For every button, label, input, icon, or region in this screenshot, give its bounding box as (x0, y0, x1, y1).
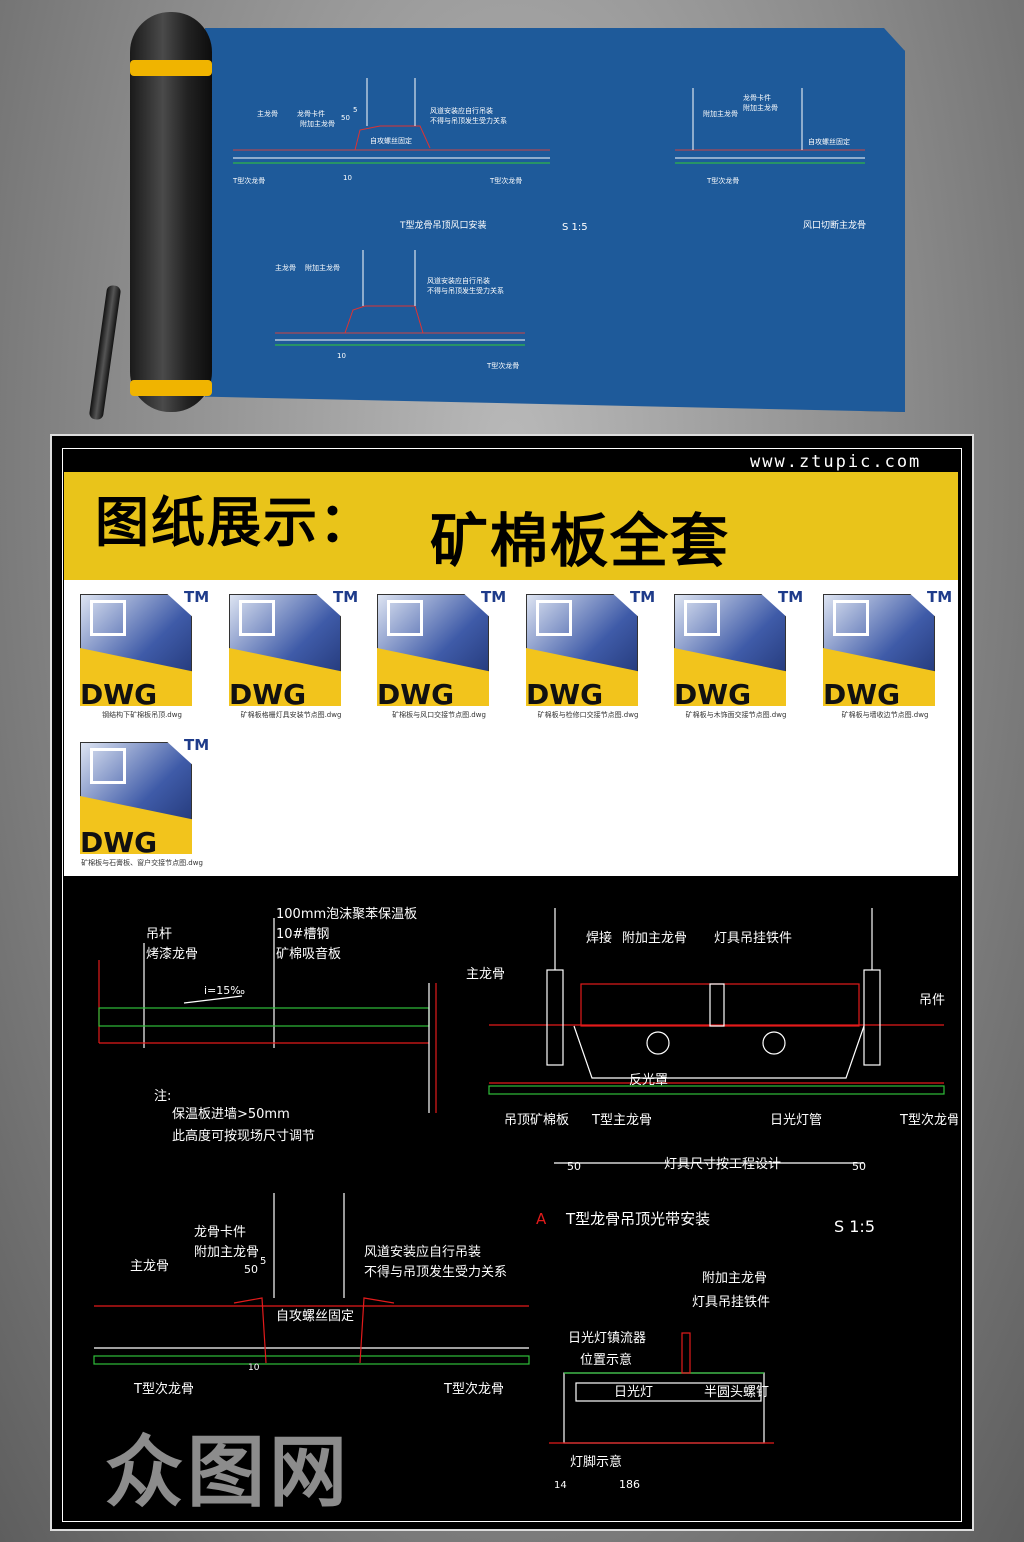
cad-rt-label-9: T型次龙骨 (899, 1112, 958, 1128)
cad-lb-label-1: 附加主龙骨 (194, 1245, 259, 1260)
bp-d1-label-6: T型次龙骨 (232, 176, 265, 185)
cad-rb-label-8: 186 (619, 1478, 640, 1491)
dwg-file-3[interactable]: TM DWG 矿棉板与风口交接节点图.dwg (369, 586, 509, 726)
cad-rt-label-0: 主龙骨 (466, 967, 505, 982)
cad-rb-label-2: 日光灯镇流器 (568, 1331, 646, 1346)
cad-rt-label-8: 日光灯管 (770, 1113, 822, 1128)
bp-d2-label-1: 龙骨卡件 (743, 93, 771, 102)
cad-rb-label-4: 日光灯 (614, 1385, 653, 1400)
cad-lb-label-4: 不得与吊顶发生受力关系 (364, 1264, 507, 1280)
cad-rb-label-3: 位置示意 (580, 1352, 632, 1368)
cad-lt-note-title: 注: (154, 1089, 171, 1104)
cad-rt-scale: S 1:5 (834, 1217, 875, 1236)
dwg-file-4[interactable]: TM DWG 矿棉板与检修口交接节点图.dwg (518, 586, 658, 726)
cad-lt-slope: i=15‰ (204, 984, 245, 997)
cad-lt-label-0: 吊杆 (146, 927, 172, 942)
bp-d3-label-5: 10 (337, 352, 346, 360)
cad-lt-label-1: 烤漆龙骨 (146, 946, 198, 962)
bp-d3-label-2: 风道安装应自行吊装 (427, 276, 490, 285)
site-url: www.ztupic.com (750, 452, 922, 472)
bp-d1-caption: T型龙骨吊顶风口安装 (399, 219, 487, 231)
file-name: 矿棉板格栅灯具安装节点图.dwg (240, 711, 342, 719)
cad-drawings: 吊杆 烤漆龙骨 100mm泡沫聚苯保温板 10#槽钢 矿棉吸音板 i=15‰ 注… (93, 907, 958, 1491)
file-name: 矿棉板与检修口交接节点图.dwg (537, 711, 639, 719)
scroll-roll (130, 12, 212, 412)
bp-d3-label-0: 主龙骨 (275, 263, 296, 272)
cad-rt-label-1: 焊接 (586, 930, 612, 946)
cad-rt-label-11: 50 (567, 1160, 581, 1173)
bp-d1-label-0: 主龙骨 (257, 109, 278, 118)
dwg-file-6[interactable]: TM DWG 矿棉板与墙收边节点图.dwg (815, 586, 955, 726)
bp-d2-caption: 风口切断主龙骨 (803, 219, 866, 231)
dwg-file-7[interactable]: TM DWG 矿棉板与石膏板、窗户交接节点图.dwg (72, 734, 212, 874)
banner-title: 图纸展示： (95, 491, 375, 554)
cad-lb-label-5: 自攻螺丝固定 (276, 1309, 354, 1324)
file-name: 钢结构下矿棉板吊顶.dwg (102, 711, 182, 719)
banner-subtitle: 矿棉板全套 (430, 507, 731, 575)
bp-d2-label-0: 附加主龙骨 (703, 109, 738, 118)
bp-d1-label-3: 风道安装应自行吊装 (430, 106, 493, 115)
cad-rt-label-3: 灯具吊挂铁件 (714, 931, 792, 946)
cad-rt-label-7: T型主龙骨 (591, 1113, 652, 1128)
cad-lb-label-10: 10 (248, 1363, 260, 1373)
bp-d2-label-4: T型次龙骨 (706, 176, 739, 185)
cad-lt-note-1: 此高度可按现场尺寸调节 (172, 1128, 315, 1144)
bp-d1-label-8: 50 (341, 114, 350, 122)
file-name: 矿棉板与石膏板、窗户交接节点图.dwg (81, 859, 203, 867)
bp-d1-label-5: 自攻螺丝固定 (370, 136, 412, 145)
cad-lb-label-0: 龙骨卡件 (194, 1225, 246, 1240)
bp-d3-label-1: 附加主龙骨 (305, 263, 340, 272)
cad-lb-label-6: T型次龙骨 (133, 1381, 194, 1397)
panel-frame (62, 448, 962, 1522)
cad-rb-label-0: 附加主龙骨 (702, 1271, 767, 1286)
bp-d1-label-1: 附加主龙骨 (300, 119, 335, 128)
cad-rt-caption: T型龙骨吊顶光带安装 (565, 1210, 710, 1228)
cad-lb-label-7: T型次龙骨 (443, 1381, 504, 1397)
title-banner (64, 472, 958, 580)
bp-d3-label-3: 不得与吊顶发生受力关系 (427, 286, 504, 295)
file-name: 矿棉板与墙收边节点图.dwg (841, 711, 929, 719)
blueprint-drawings: 主龙骨 附加主龙骨 龙骨卡件 风道安装应自行吊装 不得与吊顶发生受力关系 自攻螺… (232, 78, 866, 370)
cad-rt-label-12: 50 (852, 1160, 866, 1173)
cad-rt-caption-marker: A (536, 1210, 547, 1228)
cad-lt-label-4: 矿棉吸音板 (276, 946, 341, 962)
blueprint-sheet: 主龙骨 附加主龙骨 龙骨卡件 风道安装应自行吊装 不得与吊顶发生受力关系 自攻螺… (205, 28, 905, 412)
cad-lb-label-9: 5 (260, 1256, 266, 1267)
cad-rb-label-5: 半圆头螺钉 (704, 1385, 769, 1400)
cad-lb-label-2: 主龙骨 (130, 1259, 169, 1274)
cad-lb-label-8: 50 (244, 1263, 258, 1276)
cad-rb-label-6: 灯脚示意 (570, 1454, 622, 1470)
cad-rt-label-2: 附加主龙骨 (622, 931, 687, 946)
roll-band-top (130, 60, 212, 76)
cad-rb-label-1: 灯具吊挂铁件 (692, 1295, 770, 1310)
file-name: 矿棉板与风口交接节点图.dwg (392, 711, 486, 719)
bp-d2-label-2: 附加主龙骨 (743, 103, 778, 112)
cad-rt-label-4: 吊件 (919, 993, 945, 1008)
file-name: 矿棉板与木饰面交接节点图.dwg (685, 711, 787, 719)
bp-d1-label-7: T型次龙骨 (489, 176, 522, 185)
bp-d1-scale: S 1:5 (562, 222, 588, 233)
roll-band-bottom (130, 380, 212, 396)
bp-d3-label-4: T型次龙骨 (486, 361, 519, 370)
cad-rb-label-7: 14 (554, 1480, 567, 1491)
cad-lt-note-0: 保温板进墙>50mm (172, 1107, 290, 1122)
bp-d2-label-3: 自攻螺丝固定 (808, 137, 850, 146)
bp-d1-label-4: 不得与吊顶发生受力关系 (430, 116, 507, 125)
cad-lt-label-2: 100mm泡沫聚苯保温板 (276, 907, 417, 922)
watermark: 众图网 (105, 1428, 352, 1518)
bp-d1-label-9: 5 (353, 106, 357, 114)
dwg-file-2[interactable]: TM DWG 矿棉板格栅灯具安装节点图.dwg (221, 586, 361, 726)
dwg-file-1[interactable]: TM DWG 钢结构下矿棉板吊顶.dwg (72, 586, 212, 726)
cad-lt-label-3: 10#槽钢 (276, 927, 329, 942)
cad-rt-label-5: 反光罩 (629, 1073, 668, 1088)
cad-rt-label-10: 灯具尺寸按工程设计 (664, 1157, 781, 1172)
cad-rt-label-6: 吊顶矿棉板 (504, 1113, 569, 1128)
cad-lb-label-3: 风道安装应自行吊装 (364, 1244, 481, 1260)
bp-d1-label-2: 龙骨卡件 (297, 109, 325, 118)
dwg-file-5[interactable]: TM DWG 矿棉板与木饰面交接节点图.dwg (666, 586, 806, 726)
bp-d1-label-10: 10 (343, 174, 352, 182)
file-grid: TM DWG 钢结构下矿棉板吊顶.dwg TM DWG 矿棉板格栅灯具安装节点图… (64, 580, 958, 876)
